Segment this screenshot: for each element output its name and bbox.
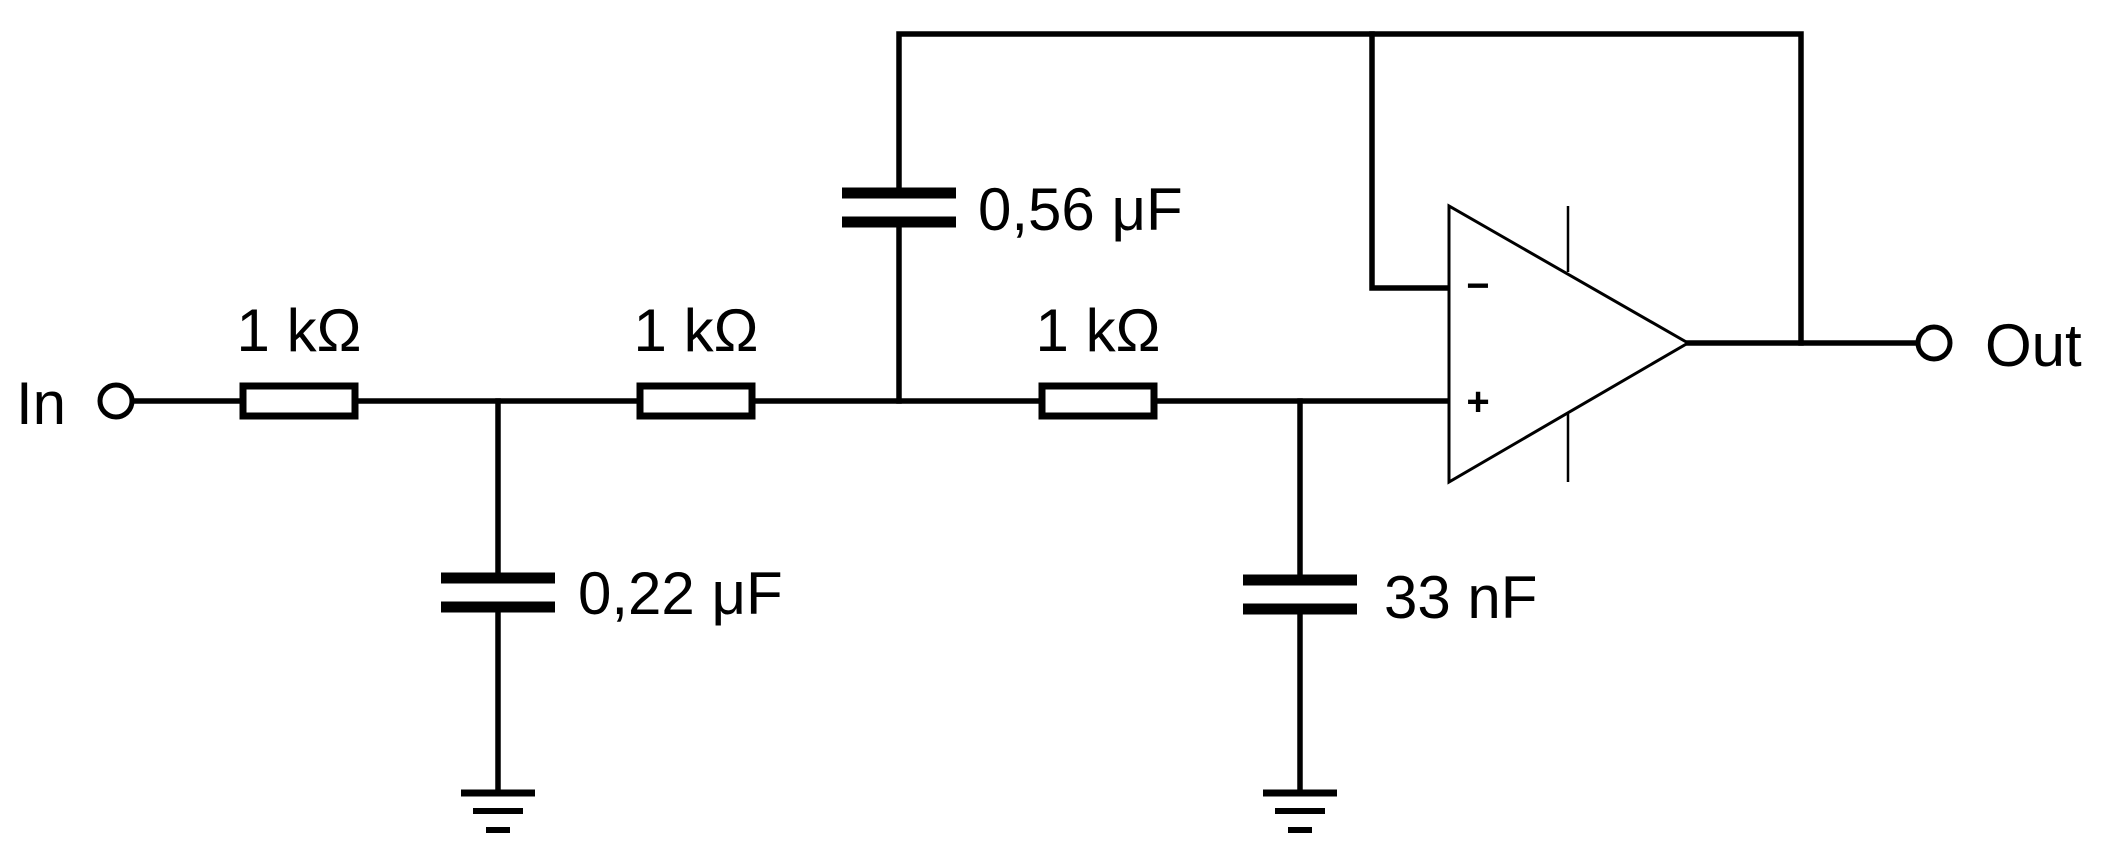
wire-c2-top-feedback — [896, 31, 1804, 346]
output-label: Out — [1985, 312, 2082, 379]
opamp-plus-sign: + — [1466, 380, 1489, 424]
capacitor-c3 — [1243, 574, 1357, 615]
c3-value-label: 33 nF — [1384, 564, 1537, 631]
output-terminal — [1915, 324, 1953, 362]
r2-value-label: 1 kΩ — [634, 297, 759, 364]
input-terminal — [97, 382, 135, 420]
ground-symbol-2 — [1263, 789, 1337, 833]
c1-value-label: 0,22 μF — [578, 560, 783, 627]
opamp-triangle — [1447, 203, 1691, 485]
r1-value-label: 1 kΩ — [237, 297, 362, 364]
opamp-minus-sign: − — [1466, 264, 1489, 308]
resistor-r1 — [239, 382, 359, 420]
capacitor-c2 — [842, 187, 956, 228]
capacitor-c1 — [441, 572, 555, 613]
resistor-r2 — [636, 382, 756, 420]
c2-value-label: 0,56 μF — [978, 176, 1183, 243]
r3-value-label: 1 kΩ — [1036, 297, 1161, 364]
input-label: In — [16, 370, 66, 437]
wire-minus-feedback — [1369, 31, 1451, 291]
opamp: − + — [1447, 203, 1691, 485]
wires — [129, 31, 1921, 793]
resistor-r3 — [1038, 382, 1158, 420]
ground-symbol-1 — [461, 789, 535, 833]
